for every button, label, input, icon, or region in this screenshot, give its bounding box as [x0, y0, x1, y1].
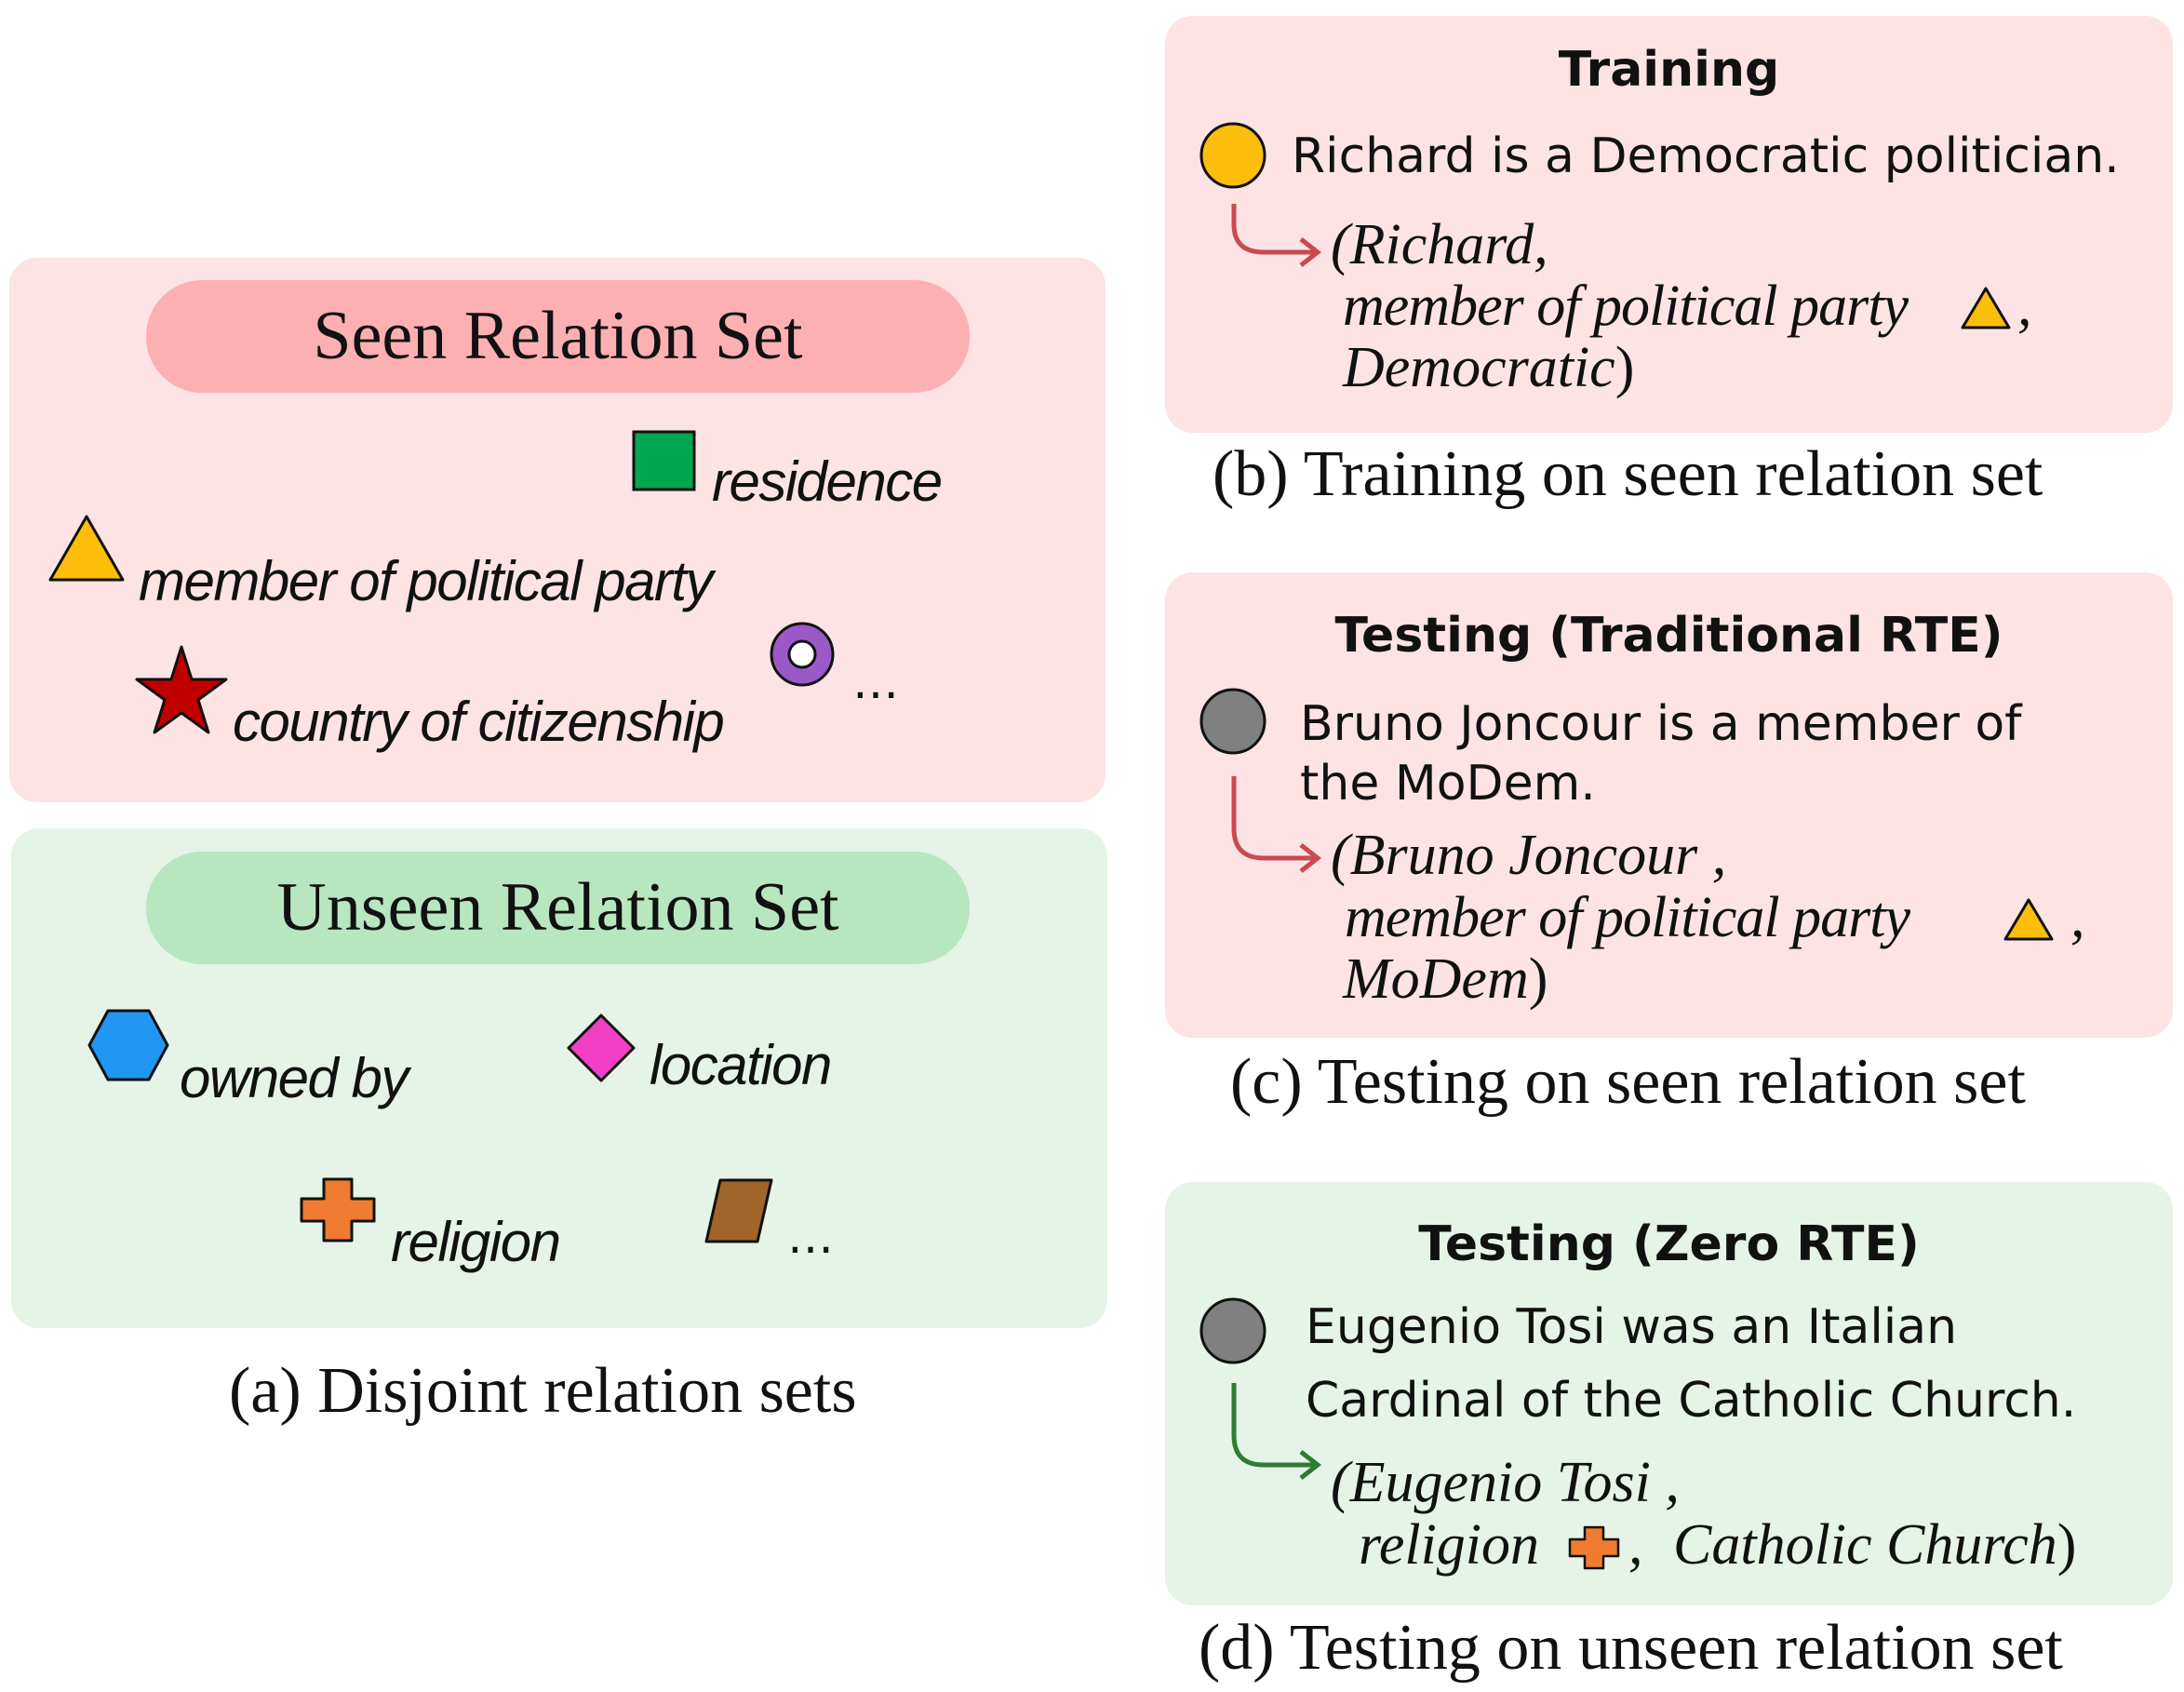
testing-zero-title: Testing (Zero RTE) [1418, 1216, 1920, 1272]
testing-zero-triple-tail-row: Catholic Church) [1673, 1513, 2076, 1577]
testing-zero-panel [1165, 1182, 2173, 1605]
triangle-icon [48, 515, 125, 582]
training-triple-tail: Democratic [1343, 336, 1615, 399]
caption-c: (c) Testing on seen relation set [1230, 1046, 2026, 1118]
training-triple-comma: , [2017, 275, 2032, 338]
unseen-ellipsis: … [787, 1210, 834, 1264]
arrow-icon [1231, 204, 1322, 267]
training-sentence: Richard is a Democratic politician. [1292, 128, 2120, 184]
testing-traditional-sentence-line1: Bruno Joncour is a member of [1300, 696, 2022, 752]
training-triple-relation: member of political party [1343, 275, 1909, 338]
circle-gray-icon [1199, 1297, 1266, 1364]
testing-traditional-triple-comma: , [2070, 886, 2085, 949]
testing-traditional-triple-relation: member of political party [1345, 886, 1910, 949]
training-triple-close: ) [1615, 336, 1635, 399]
training-triple-head: (Richard, [1331, 213, 1548, 276]
diamond-icon [567, 1014, 636, 1082]
relation-location: location [650, 1034, 832, 1096]
testing-traditional-triple-tail-row: MoDem) [1343, 947, 1548, 1011]
relation-member-of-political-party: member of political party [139, 550, 714, 612]
relation-religion: religion [391, 1211, 561, 1273]
relation-owned-by: owned by [180, 1047, 409, 1109]
unseen-relation-title: Unseen Relation Set [146, 852, 970, 964]
arrow-icon [1231, 776, 1322, 873]
cross-icon [1568, 1525, 1620, 1570]
seen-relation-title: Seen Relation Set [146, 280, 970, 393]
arrow-icon [1231, 1383, 1322, 1480]
testing-zero-triple-close: ) [2057, 1513, 2077, 1577]
testing-zero-sentence-line1: Eugenio Tosi was an Italian [1306, 1299, 1958, 1355]
cross-icon [300, 1177, 376, 1242]
training-triple-tail-row: Democratic) [1343, 336, 1634, 399]
testing-zero-triple-relation: religion [1359, 1513, 1540, 1577]
caption-d: (d) Testing on unseen relation set [1199, 1612, 2063, 1684]
testing-traditional-title: Testing (Traditional RTE) [1334, 608, 2003, 664]
seen-ellipsis: … [852, 655, 899, 709]
training-panel [1165, 16, 2173, 433]
parallelogram-icon [704, 1178, 773, 1243]
testing-zero-triple-tail: Catholic Church [1673, 1513, 2057, 1577]
testing-traditional-triple-tail: MoDem [1343, 947, 1529, 1011]
ring-icon [770, 622, 835, 687]
testing-traditional-panel [1165, 572, 2173, 1038]
caption-b: (b) Training on seen relation set [1213, 438, 2043, 510]
testing-traditional-triple-head: (Bruno Joncour , [1331, 824, 1727, 887]
relation-country-of-citizenship: country of citizenship [233, 691, 725, 753]
testing-zero-triple-comma: , [1628, 1513, 1643, 1577]
square-icon [632, 430, 696, 491]
testing-zero-sentence-line2: Cardinal of the Catholic Church. [1306, 1373, 2077, 1429]
hexagon-icon [87, 1009, 169, 1081]
triangle-icon [1961, 287, 2011, 329]
triangle-icon [2003, 898, 2054, 941]
testing-traditional-sentence-line2: the MoDem. [1300, 756, 1596, 812]
relation-residence: residence [712, 450, 943, 513]
testing-traditional-triple-close: ) [1528, 947, 1548, 1011]
caption-a: (a) Disjoint relation sets [229, 1355, 857, 1427]
training-title: Training [1558, 42, 1780, 98]
circle-gray-icon [1199, 688, 1266, 755]
testing-zero-triple-head: (Eugenio Tosi , [1331, 1451, 1680, 1514]
circle-yellow-icon [1199, 122, 1266, 189]
star-icon [135, 645, 228, 734]
